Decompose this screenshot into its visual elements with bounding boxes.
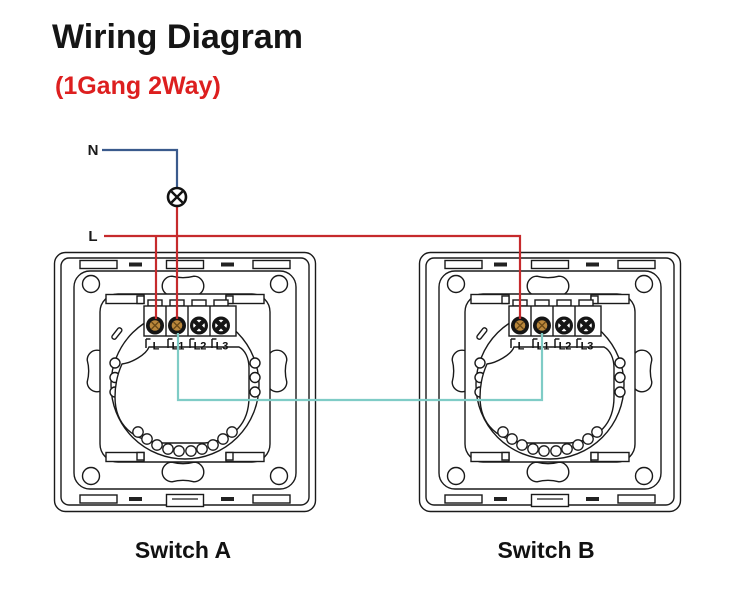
switch-a-terminal-label-L2: L2	[194, 341, 207, 353]
switch-b-terminal-label-L3: L3	[581, 341, 594, 353]
neutral-wire	[102, 148, 179, 188]
neutral-label: N	[88, 142, 99, 159]
page-title: Wiring Diagram	[52, 18, 303, 56]
lamp-icon	[166, 186, 188, 208]
switch-a-terminal-label-L3: L3	[216, 341, 229, 353]
live-label: L	[88, 228, 97, 245]
switch-b-caption: Switch B	[497, 537, 594, 563]
switch-a-module	[55, 253, 316, 512]
switch-b-terminal-label-L: L	[518, 341, 525, 353]
traveler-wire	[176, 333, 544, 402]
switch-b-module	[420, 253, 681, 512]
page-subtitle: (1Gang 2Way)	[55, 72, 221, 100]
switch-a-terminal-label-L: L	[153, 341, 160, 353]
switch-b-terminal-label-L2: L2	[559, 341, 572, 353]
switch-a-caption: Switch A	[135, 537, 231, 563]
live-wire	[104, 206, 522, 319]
